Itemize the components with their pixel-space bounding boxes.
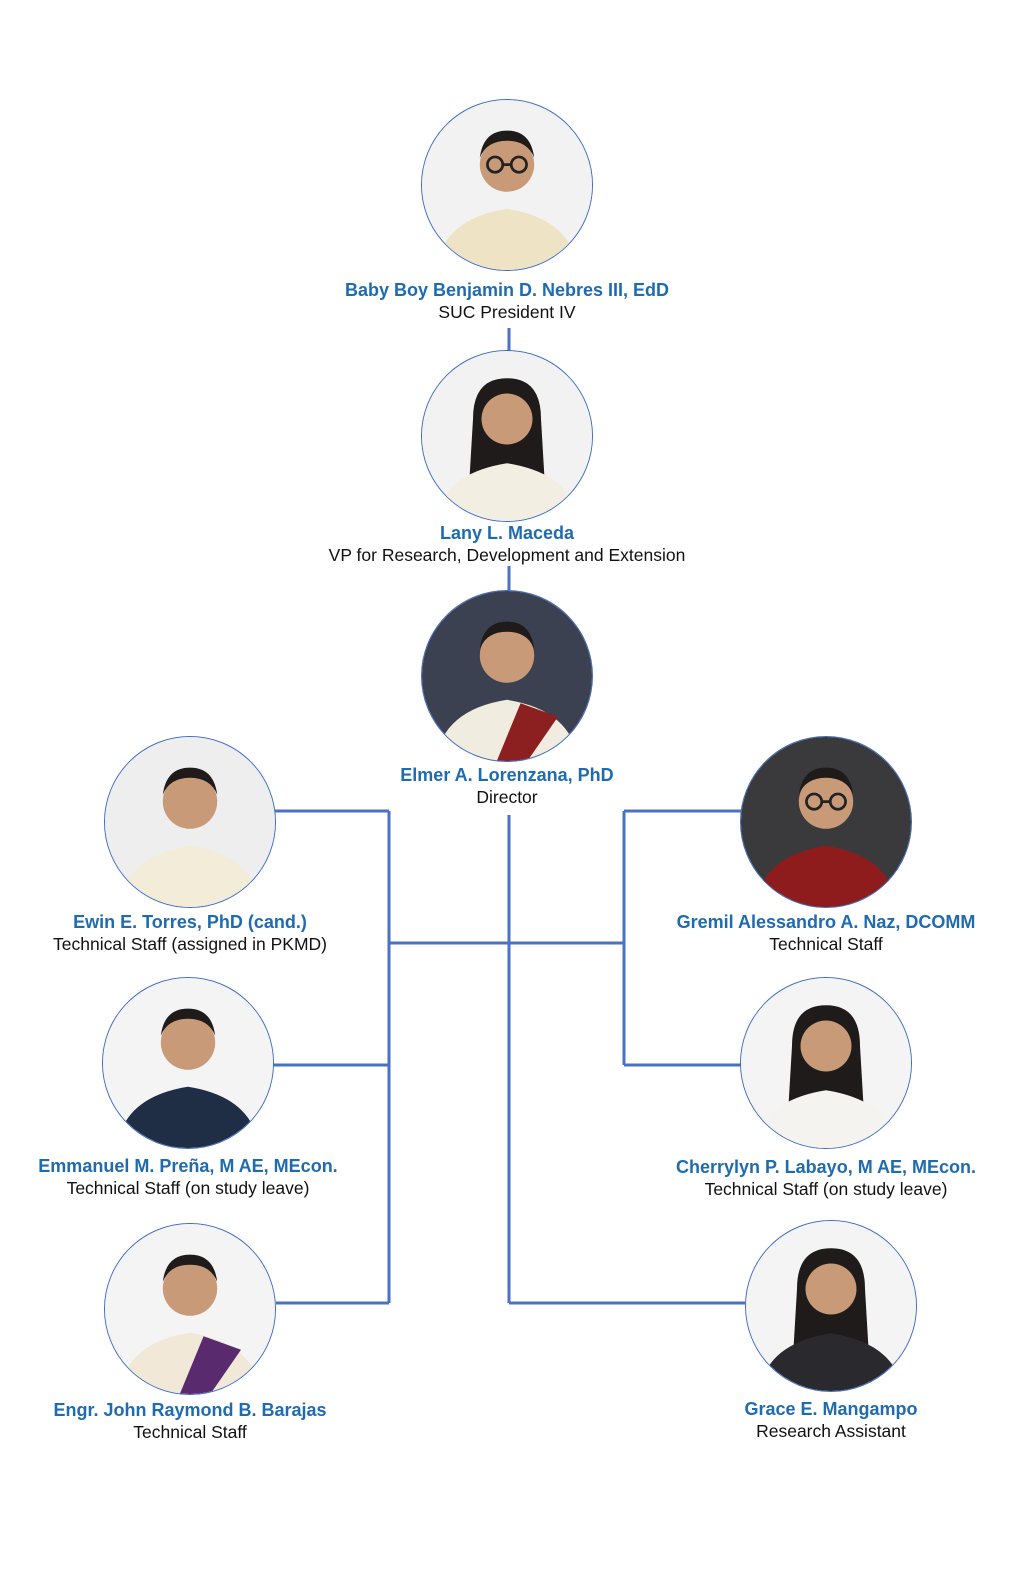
portrait-man-icon bbox=[105, 737, 275, 907]
portrait-vp bbox=[421, 350, 593, 522]
portrait-woman-icon bbox=[741, 978, 911, 1148]
portrait-woman-icon bbox=[746, 1221, 916, 1391]
portrait-man-sash-icon bbox=[105, 1224, 275, 1394]
person-title-director: Director bbox=[476, 787, 538, 807]
person-name-president: Baby Boy Benjamin D. Nebres III, EdD bbox=[344, 280, 670, 300]
portrait-labayo bbox=[740, 977, 912, 1149]
portrait-man-glasses-icon bbox=[741, 737, 911, 907]
person-title-prena: Technical Staff (on study leave) bbox=[66, 1178, 310, 1198]
portrait-man-sash-icon bbox=[422, 591, 592, 761]
portrait-director bbox=[421, 590, 593, 762]
portrait-president bbox=[421, 99, 593, 271]
person-title-torres: Technical Staff (assigned in PKMD) bbox=[53, 934, 327, 954]
person-name-naz: Gremil Alessandro A. Naz, DCOMM bbox=[676, 912, 976, 932]
person-title-mangampo: Research Assistant bbox=[756, 1421, 906, 1441]
person-name-torres: Ewin E. Torres, PhD (cand.) bbox=[73, 912, 307, 932]
person-name-barajas: Engr. John Raymond B. Barajas bbox=[53, 1400, 327, 1420]
person-name-vp: Lany L. Maceda bbox=[439, 523, 575, 543]
portrait-mangampo bbox=[745, 1220, 917, 1392]
person-title-labayo: Technical Staff (on study leave) bbox=[704, 1179, 948, 1199]
portrait-torres bbox=[104, 736, 276, 908]
person-title-vp: VP for Research, Development and Extensi… bbox=[328, 545, 686, 565]
person-name-labayo: Cherrylyn P. Labayo, M AE, MEcon. bbox=[675, 1157, 977, 1177]
person-name-mangampo: Grace E. Mangampo bbox=[744, 1399, 918, 1419]
person-title-president: SUC President IV bbox=[438, 302, 576, 322]
person-title-naz: Technical Staff bbox=[769, 934, 883, 954]
portrait-man-glasses-icon bbox=[422, 100, 592, 270]
person-name-prena: Emmanuel M. Preña, M AE, MEcon. bbox=[38, 1156, 338, 1176]
portrait-barajas bbox=[104, 1223, 276, 1395]
portrait-prena bbox=[102, 977, 274, 1149]
portrait-man-icon bbox=[103, 978, 273, 1148]
person-name-director: Elmer A. Lorenzana, PhD bbox=[400, 765, 614, 785]
person-title-barajas: Technical Staff bbox=[133, 1422, 247, 1442]
portrait-woman-icon bbox=[422, 351, 592, 521]
portrait-naz bbox=[740, 736, 912, 908]
